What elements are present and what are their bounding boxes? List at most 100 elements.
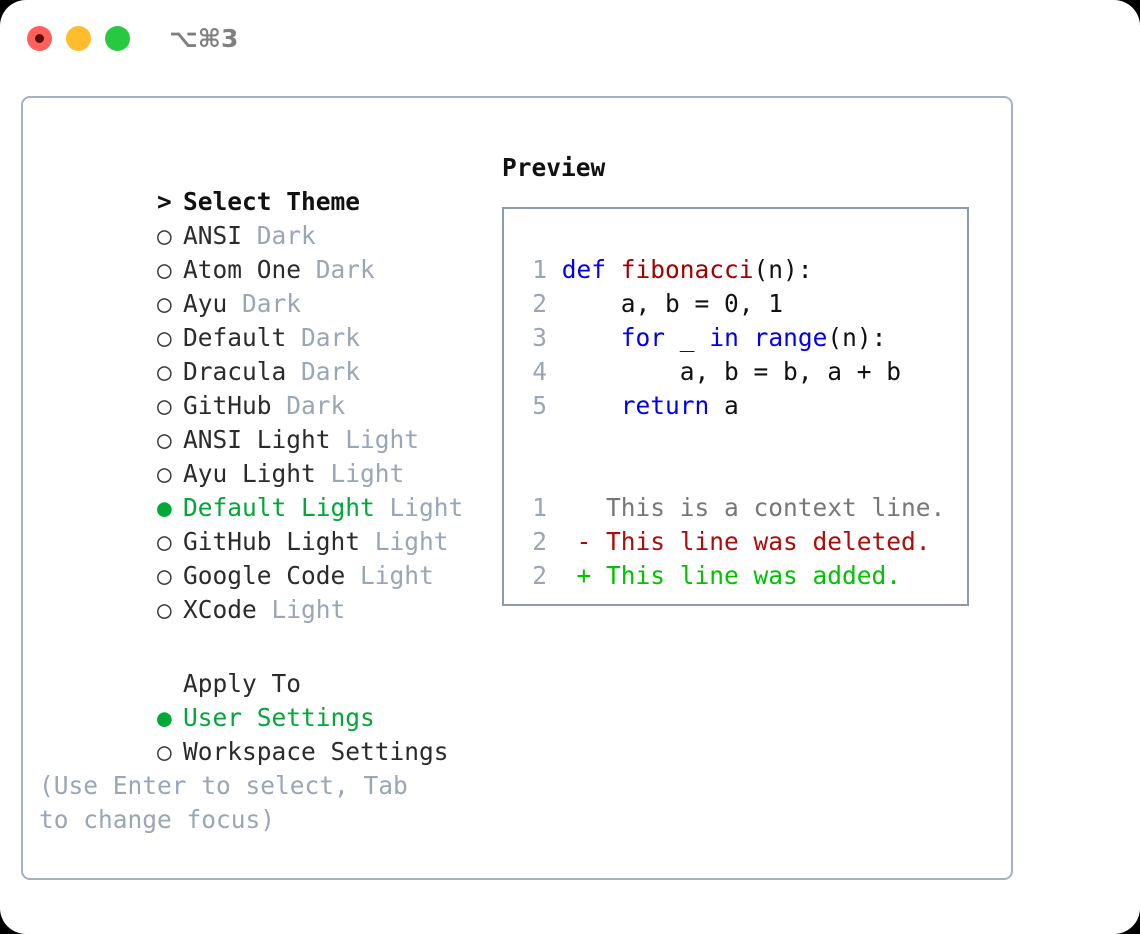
theme-mode-tag: Dark	[301, 323, 361, 352]
diff-sign: -	[576, 527, 592, 556]
code-token-plain: a	[709, 391, 739, 420]
radio-icon: ○	[157, 595, 172, 624]
theme-option-dracula-dark[interactable]: ○ Dracula Dark	[39, 321, 479, 386]
theme-name: Default	[183, 323, 287, 352]
theme-mode-tag: Dark	[286, 391, 346, 420]
apply-to-header: Apply To	[39, 633, 479, 698]
theme-mode-tag: Dark	[242, 289, 302, 318]
keyboard-shortcut-label: ⌥⌘3	[169, 24, 239, 53]
radio-icon: ○	[157, 221, 172, 250]
code-sample: 1 def fibonacci(n): 2 a, b = 0, 1 3 for …	[518, 253, 945, 593]
radio-icon: ○	[157, 255, 172, 284]
radio-icon: ○	[157, 289, 172, 318]
code-token-plain: a, b = 0, 1	[561, 289, 784, 318]
radio-icon: ○	[157, 527, 172, 556]
radio-icon: ○	[157, 357, 172, 386]
theme-name: ANSI	[183, 221, 243, 250]
minimize-button[interactable]	[66, 26, 91, 51]
radio-icon: ○	[157, 459, 172, 488]
radio-icon-selected: ●	[157, 493, 172, 522]
theme-option-atom-one-dark[interactable]: ○Atom One Dark	[39, 219, 479, 284]
theme-option-github-light[interactable]: ○ GitHub Light Light	[39, 491, 479, 556]
line-number: 2	[532, 527, 547, 556]
code-token-plain: _	[665, 323, 710, 352]
main-panel: >Select Theme ○ANSI Dark ○Atom One Dark …	[21, 96, 1013, 880]
theme-option-ansi-light[interactable]: ○ANSI Light Light	[39, 389, 479, 454]
apply-to-option-user-settings[interactable]: ●User Settings	[39, 667, 479, 732]
window-controls	[27, 26, 130, 51]
keyboard-hint-text: (Use Enter to select, Tab to change focu…	[39, 771, 408, 834]
theme-name: GitHub	[183, 391, 272, 420]
line-number: 5	[532, 391, 547, 420]
theme-name: Ayu	[183, 289, 228, 318]
line-number: 2	[532, 289, 547, 318]
radio-icon: ○	[157, 425, 172, 454]
code-token-keyword: return	[620, 391, 710, 420]
code-line: 3 for _ in range(n):	[518, 321, 945, 355]
maximize-button[interactable]	[105, 26, 130, 51]
theme-option-ayu-light[interactable]: ○ Ayu Light Light	[39, 423, 479, 488]
theme-mode-tag: Light	[271, 595, 346, 624]
theme-list-header-label: Select Theme	[183, 187, 361, 216]
theme-mode-tag: Light	[360, 561, 434, 590]
radio-icon: ○	[157, 737, 172, 766]
theme-mode-tag: Light	[330, 459, 405, 488]
code-token-function: fibonacci	[620, 255, 754, 284]
code-token-plain: (n):	[753, 255, 813, 284]
preview-column: Preview 1 def fibonacci(n): 2 a, b = 0, …	[502, 151, 992, 606]
apply-to-marker	[157, 667, 183, 701]
line-number: 4	[532, 357, 547, 386]
line-number: 3	[532, 323, 547, 352]
diff-sign: +	[576, 561, 592, 590]
close-button[interactable]	[27, 26, 52, 51]
code-blank-line	[518, 457, 945, 491]
preview-box: 1 def fibonacci(n): 2 a, b = 0, 1 3 for …	[502, 207, 969, 606]
code-line: 2 a, b = 0, 1	[518, 287, 945, 321]
theme-name: Ayu Light	[183, 459, 316, 488]
theme-mode-tag: Dark	[315, 255, 375, 284]
theme-name: Google Code	[183, 561, 346, 590]
theme-option-default-light[interactable]: ● Default Light Light	[39, 457, 479, 522]
theme-name: Default Light	[183, 493, 375, 522]
line-number: 1	[532, 493, 547, 522]
title-bar: ⌥⌘3	[0, 0, 1140, 78]
diff-sign	[577, 493, 592, 522]
theme-option-google-code[interactable]: ○ Google Code Light	[39, 525, 479, 590]
code-token-plain: (n):	[827, 323, 887, 352]
code-line: 4 a, b = b, a + b	[518, 355, 945, 389]
theme-mode-tag: Dark	[301, 357, 361, 386]
theme-option-xcode[interactable]: ○ XCode Light	[39, 559, 479, 624]
diff-line-added: 2 + This line was added.	[518, 559, 945, 593]
theme-name: Dracula	[183, 357, 287, 386]
code-token-keyword: in range	[709, 323, 828, 352]
line-number: 2	[532, 561, 547, 590]
code-blank-line	[518, 423, 945, 457]
theme-mode-tag: Light	[374, 527, 449, 556]
apply-to-option-workspace-settings[interactable]: ○ Workspace Settings	[39, 701, 479, 766]
radio-icon-selected: ●	[157, 703, 172, 732]
code-token-keyword: for	[620, 323, 666, 352]
theme-option-ansi-dark[interactable]: ○ANSI Dark	[39, 185, 479, 250]
theme-mode-tag: Light	[389, 493, 464, 522]
code-token-keyword: def	[561, 255, 621, 284]
theme-name: GitHub Light	[183, 527, 361, 556]
code-token-plain	[562, 391, 621, 420]
line-number: 1	[532, 255, 547, 284]
prompt-caret-icon: >	[157, 187, 172, 216]
theme-mode-tag: Light	[345, 425, 420, 454]
code-token-plain: a, b = b, a + b	[561, 357, 902, 386]
diff-line-deleted: 2 - This line was deleted.	[518, 525, 945, 559]
code-line: 5 return a	[518, 389, 945, 423]
code-token-plain	[562, 323, 621, 352]
theme-option-default-dark[interactable]: ○ Default Dark	[39, 287, 479, 352]
diff-text: This line was added.	[591, 561, 902, 590]
theme-name: XCode	[183, 595, 257, 624]
theme-option-github-dark[interactable]: ○ GitHub Dark	[39, 355, 479, 420]
diff-text: This is a context line.	[591, 493, 946, 522]
code-line: 1 def fibonacci(n):	[518, 253, 945, 287]
diff-line-context: 1 This is a context line.	[518, 491, 945, 525]
apply-to-option-label: Workspace Settings	[183, 737, 449, 766]
radio-icon: ○	[157, 561, 172, 590]
preview-title: Preview	[502, 153, 606, 182]
theme-option-ayu-dark[interactable]: ○ Ayu Dark	[39, 253, 479, 318]
